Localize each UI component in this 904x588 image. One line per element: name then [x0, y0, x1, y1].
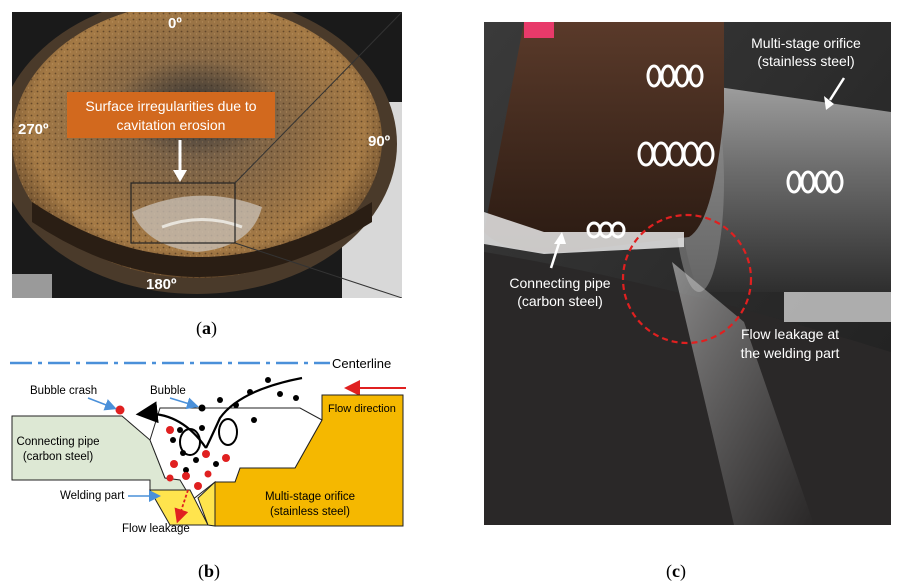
- bubble-crashes: [115, 405, 230, 490]
- orifice-arrow: [824, 96, 834, 110]
- callout-line2: cavitation erosion: [117, 117, 226, 133]
- pipe-markings: [586, 64, 844, 239]
- pipe-interior-photo: Surface irregularities due to cavitation…: [0, 0, 403, 299]
- caption-b: (b): [198, 561, 221, 581]
- pipe-label-line2: (carbon steel): [517, 293, 603, 309]
- flow-leakage-label: Flow leakage: [122, 523, 190, 535]
- pipe-label-line1: Connecting pipe: [509, 275, 610, 291]
- leakage-arrow: [174, 489, 189, 524]
- cavitation-diagram: Centerline Flow direction Multi-stage or…: [10, 356, 406, 535]
- pink-marking: [524, 22, 554, 38]
- leak-label-line2: the welding part: [741, 345, 840, 361]
- orifice-label-line2: (stainless steel): [757, 53, 854, 69]
- welding-part-label: Welding part: [60, 490, 125, 502]
- orifice-pipe: [679, 82, 891, 292]
- caption-c: (c): [666, 561, 686, 581]
- flow-direction-label: Flow direction: [328, 403, 396, 415]
- angle-right: 90º: [368, 133, 391, 150]
- pipe-label-line1: Connecting pipe: [16, 436, 99, 448]
- leak-label-line1: Flow leakage at: [741, 326, 839, 342]
- panel-b-diagram: Centerline Flow direction Multi-stage or…: [10, 350, 414, 540]
- panel-c-photo: Multi-stage orifice (stainless steel) Co…: [484, 22, 891, 525]
- angle-bottom: 180º: [146, 276, 177, 293]
- callout-box: [67, 92, 275, 138]
- pipe-arrow: [554, 232, 566, 244]
- panel-a-photo: Surface irregularities due to cavitation…: [0, 0, 403, 299]
- connecting-pipe: [484, 22, 724, 253]
- orifice-label-line1: Multi-stage orifice: [265, 491, 355, 503]
- leak-circle: [621, 213, 753, 345]
- caption-a: (a): [196, 318, 217, 338]
- callout-line1: Surface irregularities due to: [85, 98, 256, 114]
- zoom-box: [130, 182, 236, 244]
- orifice-label-line2: (stainless steel): [270, 506, 350, 518]
- bubble-crash-label: Bubble crash: [30, 385, 97, 397]
- leakage-photo: Multi-stage orifice (stainless steel) Co…: [484, 22, 891, 525]
- bubbles: [170, 377, 299, 473]
- bubble-label: Bubble: [150, 385, 186, 397]
- pipe-label-line2: (carbon steel): [23, 451, 93, 463]
- angle-top: 0º: [168, 15, 182, 32]
- angle-left: 270º: [18, 121, 49, 138]
- centerline-label: Centerline: [332, 356, 391, 371]
- leak-spray: [672, 262, 814, 525]
- orifice-label-line1: Multi-stage orifice: [751, 35, 861, 51]
